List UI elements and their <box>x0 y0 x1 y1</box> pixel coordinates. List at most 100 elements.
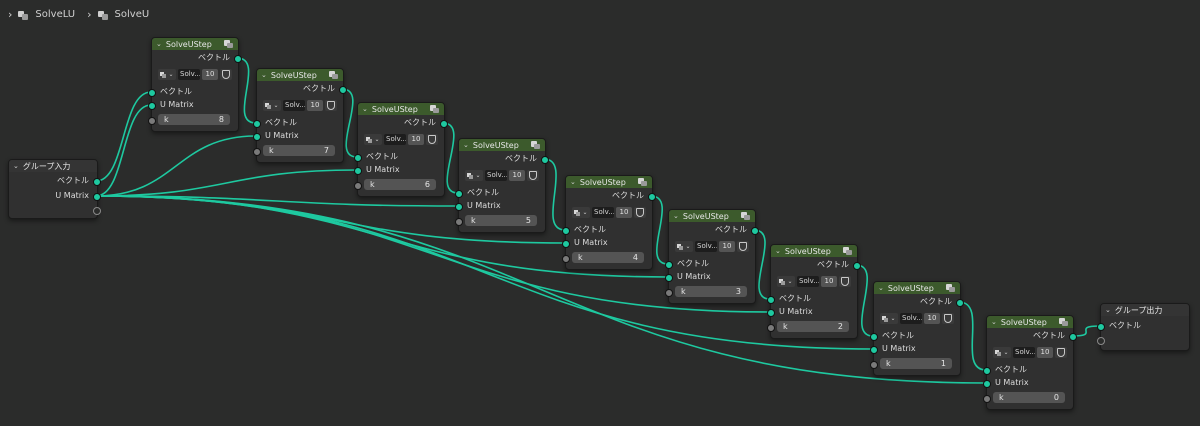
solve-u-step-node[interactable]: ⌄ SolveUStep ベクトル ⌄ Solv... 10 ベクトル U Ma… <box>354 102 448 197</box>
node-tree-type-dropdown[interactable]: ⌄ <box>675 241 693 252</box>
input-socket-k[interactable] <box>665 289 673 297</box>
node-group-selector[interactable]: ⌄ Solv... 10 <box>993 347 1067 358</box>
input-socket-virtual[interactable] <box>1097 337 1105 345</box>
node-group-selector[interactable]: ⌄ Solv... 10 <box>675 241 749 252</box>
fake-user-shield-icon[interactable] <box>426 134 438 145</box>
output-socket-vector[interactable] <box>1069 333 1077 341</box>
chevron-down-icon[interactable]: ⌄ <box>13 162 19 170</box>
node-tree-type-dropdown[interactable]: ⌄ <box>263 100 281 111</box>
input-socket-k[interactable] <box>562 255 570 263</box>
user-count-badge[interactable]: 10 <box>616 207 632 218</box>
k-value-field[interactable]: k 7 <box>263 145 335 156</box>
solve-u-step-node[interactable]: ⌄ SolveUStep ベクトル ⌄ Solv... 10 ベクトル U Ma… <box>455 138 549 233</box>
node-group-selector[interactable]: ⌄ Solv... 10 <box>364 134 438 145</box>
node-tree-type-dropdown[interactable]: ⌄ <box>572 207 590 218</box>
node-header[interactable]: ⌄ SolveUStep <box>257 69 343 81</box>
input-socket-vector[interactable] <box>870 333 878 341</box>
user-count-badge[interactable]: 10 <box>924 313 940 324</box>
input-socket-vector[interactable] <box>455 190 463 198</box>
node-tree-icon[interactable] <box>843 247 853 255</box>
solve-u-step-node[interactable]: ⌄ SolveUStep ベクトル ⌄ Solv... 10 ベクトル U Ma… <box>767 244 861 339</box>
node-group-name-field[interactable]: Solv... <box>695 241 717 252</box>
node-header[interactable]: ⌄ グループ入力 <box>9 160 97 172</box>
chevron-down-icon[interactable]: ⌄ <box>1105 306 1111 314</box>
group-output-node[interactable]: ⌄ グループ出力 ベクトル <box>1097 303 1190 351</box>
node-group-name-field[interactable]: Solv... <box>797 276 819 287</box>
fake-user-shield-icon[interactable] <box>325 100 337 111</box>
k-value-field[interactable]: k 3 <box>675 286 747 297</box>
solve-u-step-node[interactable]: ⌄ SolveUStep ベクトル ⌄ Solv... 10 ベクトル U Ma… <box>870 281 964 376</box>
node-group-name-field[interactable]: Solv... <box>384 134 406 145</box>
fake-user-shield-icon[interactable] <box>220 69 232 80</box>
node-group-name-field[interactable]: Solv... <box>283 100 305 111</box>
chevron-down-icon[interactable]: ⌄ <box>156 40 162 48</box>
input-socket-u-matrix[interactable] <box>665 274 673 282</box>
solve-u-step-node[interactable]: ⌄ SolveUStep ベクトル ⌄ Solv... 10 ベクトル U Ma… <box>665 209 759 304</box>
solve-u-step-node[interactable]: ⌄ SolveUStep ベクトル ⌄ Solv... 10 ベクトル U Ma… <box>148 37 242 132</box>
input-socket-vector[interactable] <box>562 227 570 235</box>
node-header[interactable]: ⌄ SolveUStep <box>874 282 960 294</box>
output-socket-vector[interactable] <box>440 120 448 128</box>
user-count-badge[interactable]: 10 <box>1037 347 1053 358</box>
node-group-selector[interactable]: ⌄ Solv... 10 <box>880 313 954 324</box>
node-group-name-field[interactable]: Solv... <box>1013 347 1035 358</box>
node-tree-type-dropdown[interactable]: ⌄ <box>880 313 898 324</box>
k-value-field[interactable]: k 4 <box>572 252 644 263</box>
fake-user-shield-icon[interactable] <box>634 207 646 218</box>
node-tree-icon[interactable] <box>329 71 339 79</box>
input-socket-k[interactable] <box>253 148 261 156</box>
k-value-field[interactable]: k 2 <box>777 321 849 332</box>
node-group-name-field[interactable]: Solv... <box>900 313 922 324</box>
node-group-name-field[interactable]: Solv... <box>178 69 200 80</box>
node-header[interactable]: ⌄ SolveUStep <box>771 245 857 257</box>
node-group-selector[interactable]: ⌄ Solv... 10 <box>572 207 646 218</box>
node-header[interactable]: ⌄ SolveUStep <box>987 316 1073 328</box>
fake-user-shield-icon[interactable] <box>527 170 539 181</box>
input-socket-k[interactable] <box>148 117 156 125</box>
user-count-badge[interactable]: 10 <box>821 276 837 287</box>
node-tree-type-dropdown[interactable]: ⌄ <box>777 276 795 287</box>
k-value-field[interactable]: k 1 <box>880 358 952 369</box>
input-socket-vector[interactable] <box>665 261 673 269</box>
node-header[interactable]: ⌄ SolveUStep <box>152 38 238 50</box>
node-tree-icon[interactable] <box>531 141 541 149</box>
chevron-down-icon[interactable]: ⌄ <box>570 178 576 186</box>
chevron-down-icon[interactable]: ⌄ <box>991 318 997 326</box>
input-socket-u-matrix[interactable] <box>455 203 463 211</box>
breadcrumb-item-solveu[interactable]: SolveU <box>114 9 150 20</box>
group-input-node[interactable]: ⌄ グループ入力 ベクトル U Matrix <box>8 159 101 219</box>
node-group-selector[interactable]: ⌄ Solv... 10 <box>263 100 337 111</box>
input-socket-k[interactable] <box>870 361 878 369</box>
user-count-badge[interactable]: 10 <box>408 134 424 145</box>
output-socket-vector[interactable] <box>648 193 656 201</box>
chevron-down-icon[interactable]: ⌄ <box>362 105 368 113</box>
node-tree-icon[interactable] <box>1059 318 1069 326</box>
node-tree-type-dropdown[interactable]: ⌄ <box>158 69 176 80</box>
k-value-field[interactable]: k 8 <box>158 114 230 125</box>
input-socket-vector[interactable] <box>148 89 156 97</box>
fake-user-shield-icon[interactable] <box>839 276 851 287</box>
input-socket-u-matrix[interactable] <box>562 240 570 248</box>
output-socket-vector[interactable] <box>541 156 549 164</box>
fake-user-shield-icon[interactable] <box>1055 347 1067 358</box>
input-socket-u-matrix[interactable] <box>983 380 991 388</box>
output-socket-vector[interactable] <box>853 262 861 270</box>
output-socket-vector[interactable] <box>93 178 101 186</box>
node-tree-icon[interactable] <box>224 40 234 48</box>
input-socket-u-matrix[interactable] <box>767 309 775 317</box>
chevron-down-icon[interactable]: ⌄ <box>261 71 267 79</box>
solve-u-step-node[interactable]: ⌄ SolveUStep ベクトル ⌄ Solv... 10 ベクトル U Ma… <box>562 175 656 270</box>
node-group-name-field[interactable]: Solv... <box>485 170 507 181</box>
solve-u-step-node[interactable]: ⌄ SolveUStep ベクトル ⌄ Solv... 10 ベクトル U Ma… <box>253 68 347 163</box>
chevron-down-icon[interactable]: ⌄ <box>878 284 884 292</box>
input-socket-k[interactable] <box>354 182 362 190</box>
solve-u-step-node[interactable]: ⌄ SolveUStep ベクトル ⌄ Solv... 10 ベクトル U Ma… <box>983 315 1077 410</box>
node-header[interactable]: ⌄ グループ出力 <box>1101 304 1189 316</box>
node-tree-type-dropdown[interactable]: ⌄ <box>993 347 1011 358</box>
node-group-selector[interactable]: ⌄ Solv... 10 <box>465 170 539 181</box>
node-tree-icon[interactable] <box>946 284 956 292</box>
output-socket-vector[interactable] <box>751 227 759 235</box>
node-group-name-field[interactable]: Solv... <box>592 207 614 218</box>
input-socket-u-matrix[interactable] <box>148 102 156 110</box>
k-value-field[interactable]: k 6 <box>364 179 436 190</box>
